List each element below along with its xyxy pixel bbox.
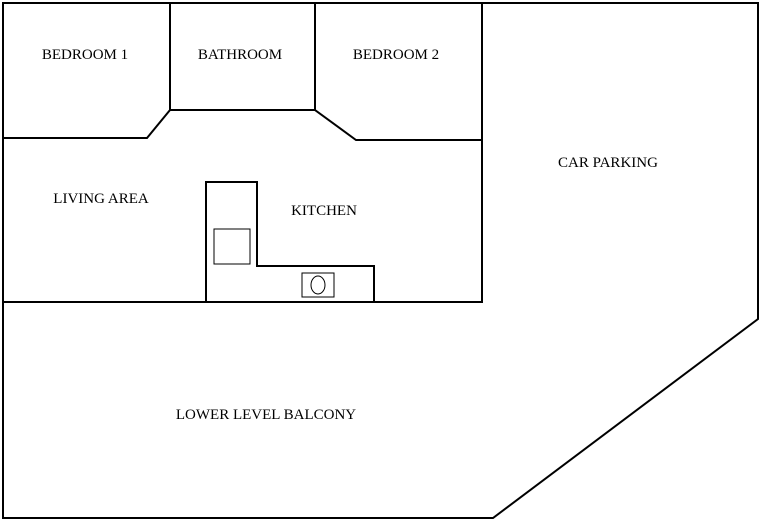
room-label-car-parking: CAR PARKING bbox=[558, 155, 658, 171]
room-label-kitchen: KITCHEN bbox=[291, 203, 357, 219]
sink-oval-icon bbox=[310, 275, 326, 295]
kitchen-counter bbox=[205, 181, 375, 303]
room-label-lower-level-balcony: LOWER LEVEL BALCONY bbox=[176, 407, 356, 423]
room-label-bedroom-2: BEDROOM 2 bbox=[353, 47, 439, 63]
room-label-living-area: LIVING AREA bbox=[53, 191, 149, 207]
room-label-bathroom: BATHROOM bbox=[198, 47, 282, 63]
stove-square-icon bbox=[213, 228, 251, 265]
bedroom-2-lower-wall bbox=[313, 108, 483, 141]
bedroom-1-lower-wall bbox=[2, 108, 172, 139]
room-label-bedroom-1: BEDROOM 1 bbox=[42, 47, 128, 63]
sink-frame-icon bbox=[301, 272, 335, 298]
